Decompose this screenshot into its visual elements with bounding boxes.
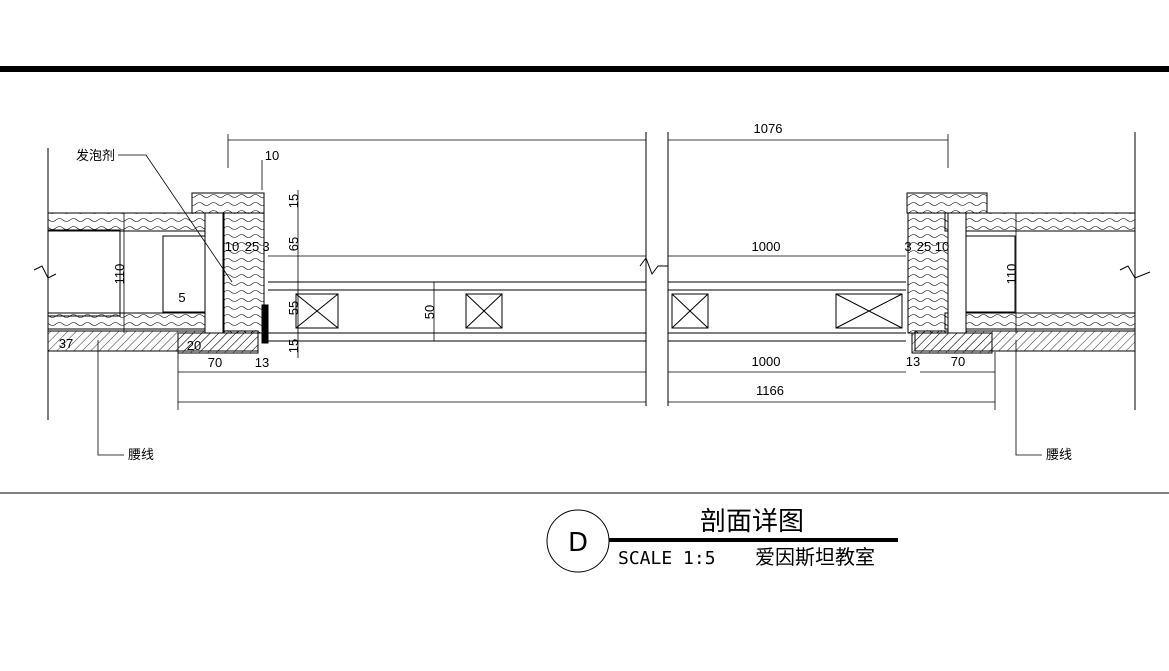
dim-20: 20 — [187, 338, 201, 353]
dim-25-l: 25 — [245, 239, 259, 254]
dim-10-top: 10 — [265, 148, 279, 163]
dimension-lines — [123, 134, 1017, 410]
leader-lines — [97, 154, 1042, 456]
dim-3-l: 3 — [262, 239, 269, 254]
dim-65: 65 — [286, 237, 301, 251]
section-tag: D — [568, 528, 588, 558]
title-underline — [609, 538, 898, 542]
dim-5: 5 — [178, 290, 185, 305]
dim-15-top: 15 — [286, 194, 301, 208]
dim-55: 55 — [286, 301, 301, 315]
dim-1076: 1076 — [754, 121, 783, 136]
dim-25-r: 25 — [917, 239, 931, 254]
label-waist-left: 腰线 — [128, 448, 154, 463]
dim-1000-bot: 1000 — [752, 354, 781, 369]
top-border — [0, 66, 1169, 72]
dim-50: 50 — [422, 305, 437, 319]
scale-text: SCALE 1:5 — [618, 548, 716, 569]
dim-15-bot: 15 — [286, 339, 301, 353]
dim-1166: 1166 — [756, 383, 784, 398]
dim-10-r: 10 — [935, 239, 949, 254]
dim-13-left: 13 — [255, 355, 269, 370]
dim-13-right: 13 — [906, 354, 920, 369]
right-jamb — [906, 192, 993, 354]
dim-70-left: 70 — [208, 355, 222, 370]
label-foam: 发泡剂 — [76, 148, 115, 164]
label-waist-right: 腰线 — [1046, 448, 1072, 463]
dim-110-right: 110 — [1004, 264, 1019, 285]
break-lines — [639, 132, 669, 406]
room-name: 爱因斯坦教室 — [755, 545, 875, 569]
dim-1000-top: 1000 — [752, 239, 781, 254]
dim-37: 37 — [59, 336, 73, 351]
dim-3-r: 3 — [904, 239, 911, 254]
left-jamb — [177, 192, 269, 354]
dim-70-right: 70 — [951, 354, 965, 369]
dim-10-l: 10 — [225, 239, 239, 254]
drawing-title: 剖面详图 — [700, 507, 804, 537]
door-leaf — [268, 281, 906, 342]
dim-110-left: 110 — [112, 264, 127, 285]
